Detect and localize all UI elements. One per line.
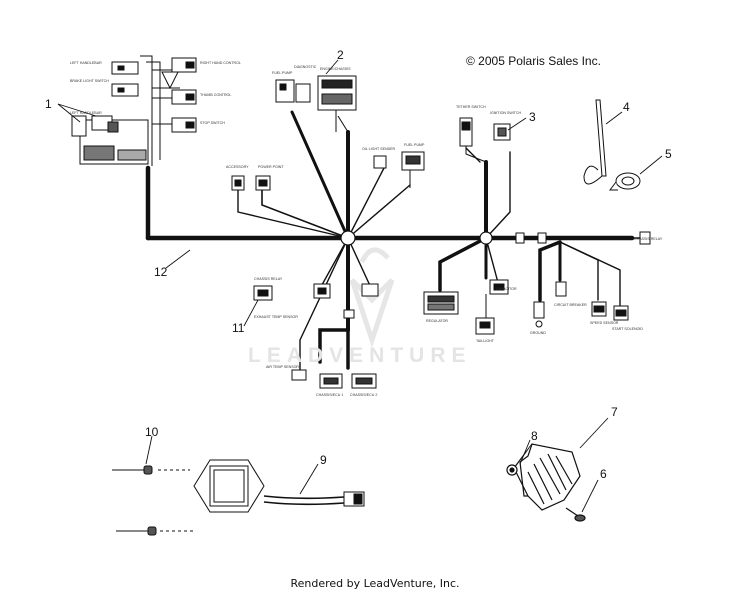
ignition-switch	[459, 117, 511, 163]
right-side-connectors	[533, 281, 629, 328]
diagnostic-connectors	[275, 75, 357, 133]
callout-leaders	[57, 59, 663, 513]
label-chassis-relay-2: CHASSIS RELAY	[254, 277, 283, 281]
label-accessory: ACCESSORY	[226, 165, 249, 169]
label-power-point: POWER POINT	[258, 165, 284, 169]
label-regulator: REGULATOR	[426, 319, 448, 323]
watermark-text: LEADVENTURE	[248, 344, 472, 367]
callout-6: 6	[600, 467, 607, 481]
voltage-regulator	[506, 443, 586, 522]
label-fuel-pump: FUEL PUMP	[272, 71, 293, 75]
left-handlebar-assembly	[71, 55, 197, 166]
callout-8: 8	[531, 429, 538, 443]
callout-7: 7	[611, 405, 618, 419]
oil-fuel-connectors	[373, 151, 425, 188]
rendered-by-footer: Rendered by LeadVenture, Inc.	[290, 577, 460, 590]
label-left-handlebar: LEFT HANDLEBAR	[70, 61, 102, 65]
label-circuit-breaker: CIRCUIT BREAKER	[554, 303, 587, 307]
label-chassis-ecu-1: CHASSIS/ECU 1	[316, 393, 343, 397]
label-brake-light-switch: BRAKE LIGHT SWITCH	[70, 79, 109, 83]
callout-5: 5	[665, 147, 672, 161]
callout-9: 9	[320, 453, 327, 467]
callout-2: 2	[337, 48, 344, 62]
callout-4: 4	[623, 100, 630, 114]
cdi-module	[193, 459, 365, 513]
label-oil-light-sender: OIL LIGHT SENDER	[362, 147, 396, 151]
label-start-solenoid: START SOLENOID	[612, 327, 643, 331]
label-stop-switch: STOP SWITCH	[200, 121, 225, 125]
label-diagnostic: DIAGNOSTIC	[294, 65, 317, 69]
label-fuel-pump-2: FUEL PUMP	[404, 143, 425, 147]
label-capacitor: CAPACITOR	[496, 287, 517, 291]
regulator-connectors	[423, 279, 509, 335]
copyright-text: © 2005 Polaris Sales Inc.	[466, 54, 601, 68]
label-ground: GROUND	[530, 331, 546, 335]
callout-10: 10	[145, 425, 159, 439]
callout-1: 1	[45, 97, 52, 111]
screws	[112, 465, 194, 536]
harness-clip	[609, 172, 641, 191]
chassis-connectors	[291, 283, 379, 389]
label-air-temp-sensor: AIR TEMP SENSOR	[266, 365, 299, 369]
label-speed-sensor: SPEED SENSOR	[590, 321, 619, 325]
label-right-hand-control: RIGHT HAND CONTROL	[200, 61, 241, 65]
chassis-relay	[253, 285, 273, 301]
label-ignition-switch: IGNITION SWITCH	[490, 111, 522, 115]
label-tether-switch: TETHER SWITCH	[456, 105, 486, 109]
callout-11: 11	[232, 321, 245, 335]
label-taillight: TAILLIGHT	[476, 339, 495, 343]
label-thumb-control: THUMB CONTROL	[200, 93, 231, 97]
callout-12: 12	[154, 265, 168, 279]
main-harness	[145, 110, 651, 373]
label-chassis-ecu-2: CHASSIS/ECU 2	[350, 393, 377, 397]
cable-tie	[583, 99, 607, 185]
label-left-handlebar-2: LEFT HANDLEBAR	[70, 111, 102, 115]
label-exhaust-temp-sensor: EXHAUST TEMP SENSOR	[254, 315, 298, 319]
accessory-connectors	[231, 175, 271, 191]
label-engine-chassis: ENGINE/CHASSIS	[320, 67, 351, 71]
callout-3: 3	[529, 110, 536, 124]
label-chassis-relay: CHASSIS RELAY	[634, 237, 663, 241]
